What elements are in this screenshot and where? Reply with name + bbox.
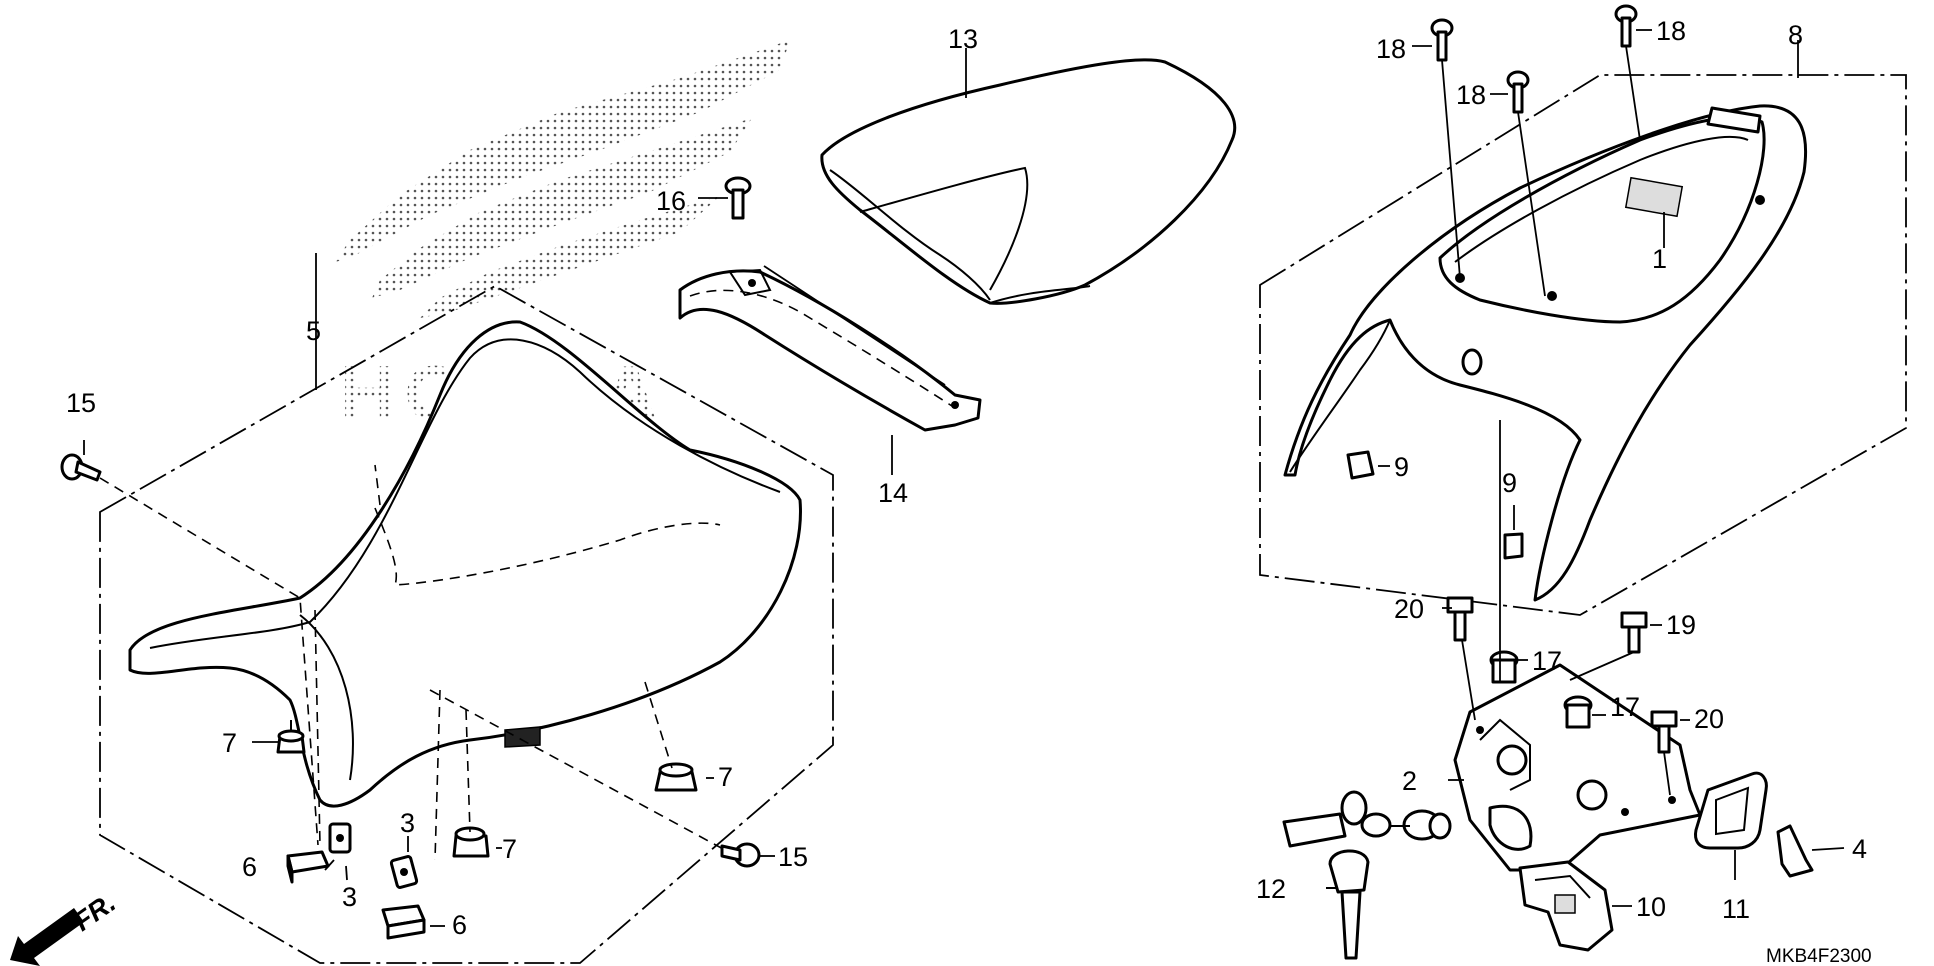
clip-9b [1503,532,1524,560]
ignition-key [1282,790,1392,960]
callout-2: 2 [1402,766,1417,796]
callout-3a: 3 [400,808,415,838]
callout-17b: 17 [1610,692,1640,722]
part-code: MKB4F2300 [1766,946,1872,966]
bolt-15-left [60,453,102,482]
front-seat [128,320,802,808]
bolt-20a [1446,596,1474,642]
bolt-18c [1614,4,1638,48]
callout-8: 8 [1788,20,1803,50]
seat-rubber-7a [276,720,306,754]
grommet [1694,771,1768,880]
callout-20a: 20 [1394,594,1424,624]
bolt-18b [1506,70,1530,114]
callout-7a: 7 [222,728,237,758]
front-seat-assembly-outline [99,284,834,964]
callout-1: 1 [1652,244,1667,274]
seat-cowl-assembly-outline [1259,74,1907,616]
spring-clip [1776,824,1845,878]
callout-15b: 15 [778,842,808,872]
clip-9a [1346,450,1375,480]
seat-hook-3a [328,822,352,854]
callout-17a: 17 [1532,646,1562,676]
seat-cowl [1283,104,1808,602]
callout-20b: 20 [1694,704,1724,734]
callout-19: 19 [1666,610,1696,640]
key-cylinder [1386,809,1452,841]
seat-hook-3b [389,855,419,889]
callout-3b: 3 [342,882,357,912]
callout-13: 13 [948,24,978,54]
callout-14: 14 [878,478,908,508]
bolt-15-right [720,842,761,868]
callout-12: 12 [1256,874,1286,904]
seat-lock-bracket [1453,663,1702,872]
bolt-16 [724,176,752,220]
pillion-seat [820,58,1237,305]
callout-11: 11 [1722,894,1750,924]
callout-9a: 9 [1394,452,1409,482]
bolt-20b [1650,710,1678,754]
callout-7b: 7 [718,762,733,792]
bolt-18a [1430,18,1454,62]
callout-5: 5 [306,316,321,346]
callout-7c: 7 [502,834,517,864]
callout-18c: 18 [1656,16,1686,46]
callout-6a: 6 [242,852,257,882]
callout-6b: 6 [452,910,467,940]
collar-17a [1489,650,1519,684]
cushion-6b [381,904,426,940]
callout-16: 16 [656,186,686,216]
callout-15a: 15 [66,388,96,418]
callout-9b: 9 [1502,468,1517,498]
cushion-6a [286,850,330,884]
seat-rubber-7b [654,762,698,792]
seat-bracket [678,268,982,432]
front-direction-arrow: FR. [10,887,121,966]
seat-rubber-7c [452,826,490,858]
callout-4: 4 [1852,834,1867,864]
collar-17b [1563,695,1593,729]
front-label: FR. [68,887,121,937]
callout-18a: 18 [1376,34,1406,64]
callout-10: 10 [1636,892,1666,922]
seat-latch [1518,860,1632,952]
bolt-19 [1620,611,1648,654]
callout-18b: 18 [1456,80,1486,110]
